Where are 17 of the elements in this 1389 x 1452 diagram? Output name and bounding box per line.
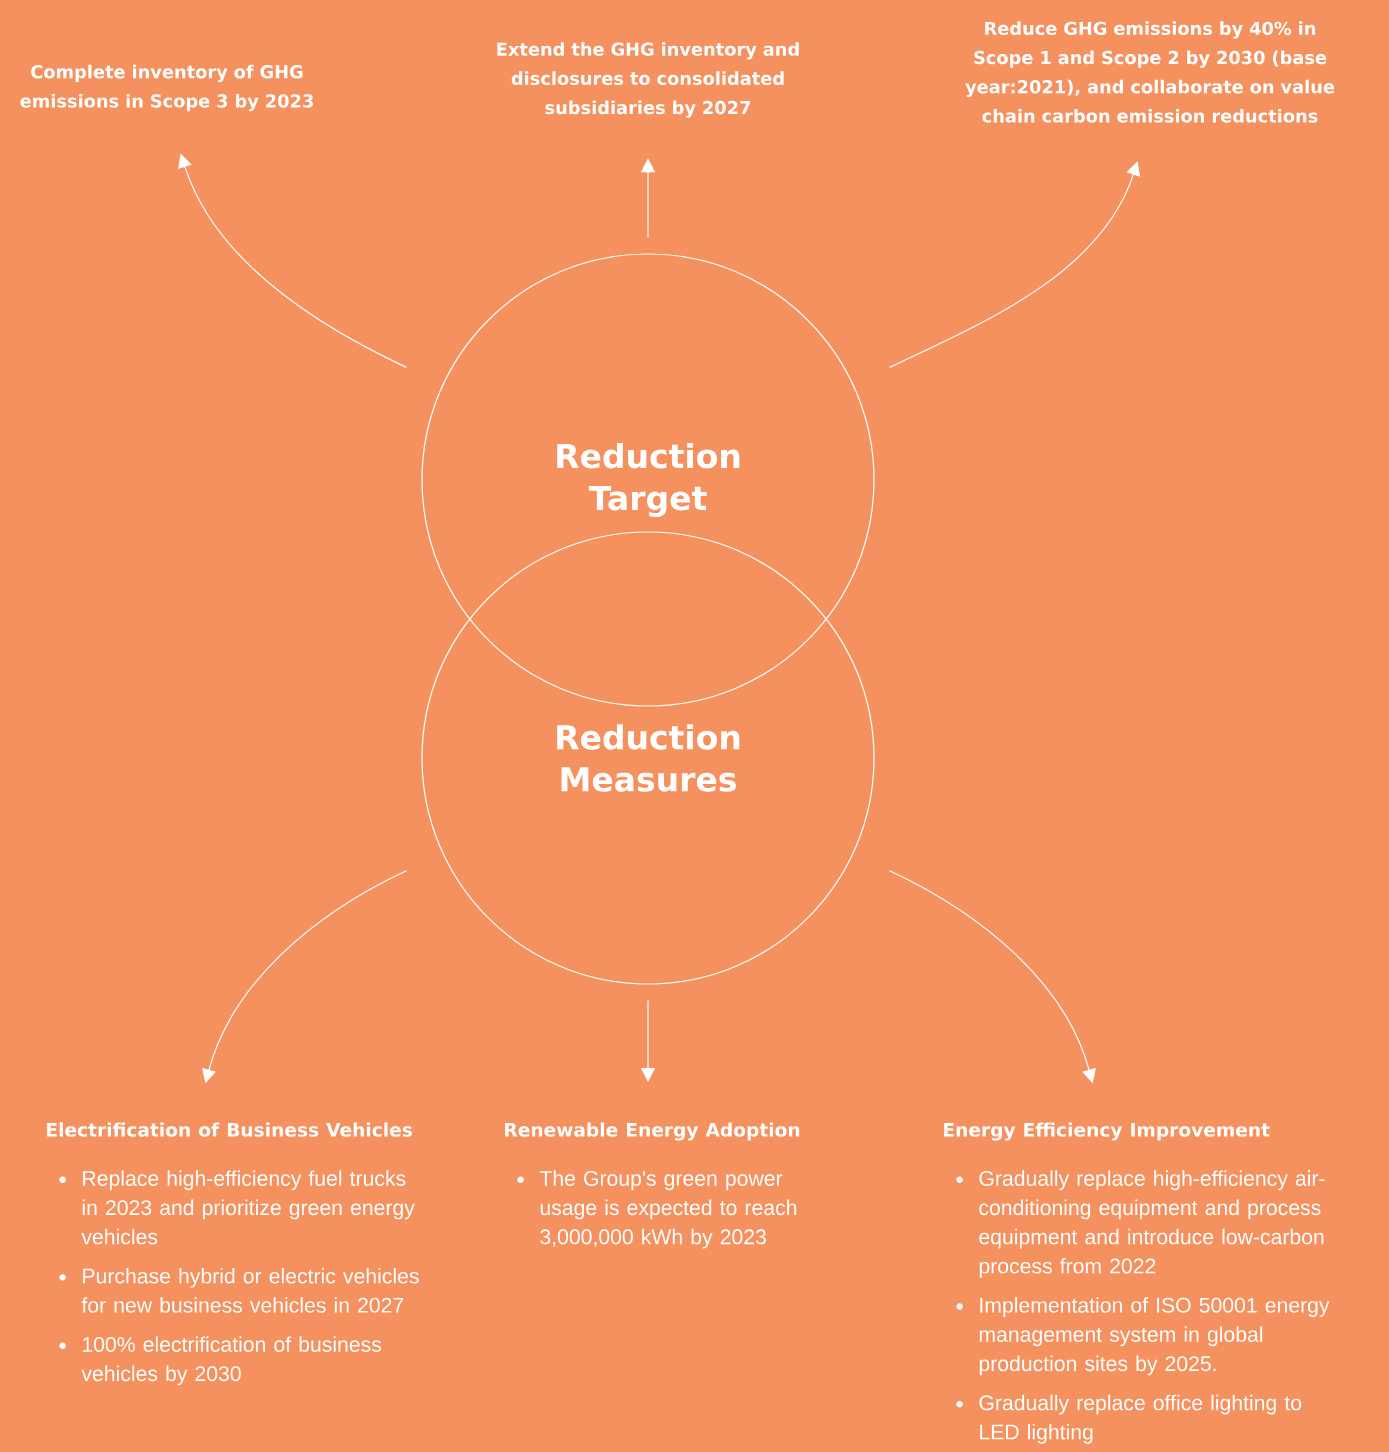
bullet-item: Gradually replace office lighting to LED lighting	[979, 1394, 1302, 1444]
venn-circle	[421, 531, 875, 985]
target-text: Extend the GHG inventory and disclosures to consolidated subsidiaries by 2027	[497, 42, 799, 118]
section-heading: Electrification of Business Vehicles	[47, 1122, 412, 1137]
bullet-item: Replace high-efficiency fuel trucks in 2023 and prioritize green energy vehicles	[81, 1170, 415, 1245]
target-text: Reduce GHG emissions by 40% in Scope 1 and Scope 2 by 2030 (base year:2021), and collaborate on value chain carbon emission reductions	[965, 21, 1335, 123]
section-heading: Renewable Energy Adoption	[505, 1122, 800, 1141]
target-text: Complete inventory of GHG emissions in Scope 3 by 2023	[20, 64, 313, 112]
bullet-item: Implementation of ISO 50001 energy management system in global production sites by 2025.	[979, 1297, 1330, 1376]
section-heading: Energy Efficiency Improvement	[944, 1122, 1270, 1141]
bullet-item: 100% electrification of business vehicles by 2030	[81, 1336, 382, 1386]
bullet-item: Gradually replace high-efficiency air-conditioning equipment and process equipment and introduce low-carbon process from 2022	[979, 1170, 1325, 1278]
bullet-item: The Group's green power usage is expected to reach 3,000,000 kWh by 2023	[539, 1170, 797, 1249]
venn-circle	[421, 253, 875, 707]
circle-title: Reduction Target	[557, 442, 740, 518]
bullet-item: Purchase hybrid or electric vehicles for new business vehicles in 2027	[81, 1267, 419, 1313]
circle-title: Reduction Measures	[557, 724, 740, 792]
